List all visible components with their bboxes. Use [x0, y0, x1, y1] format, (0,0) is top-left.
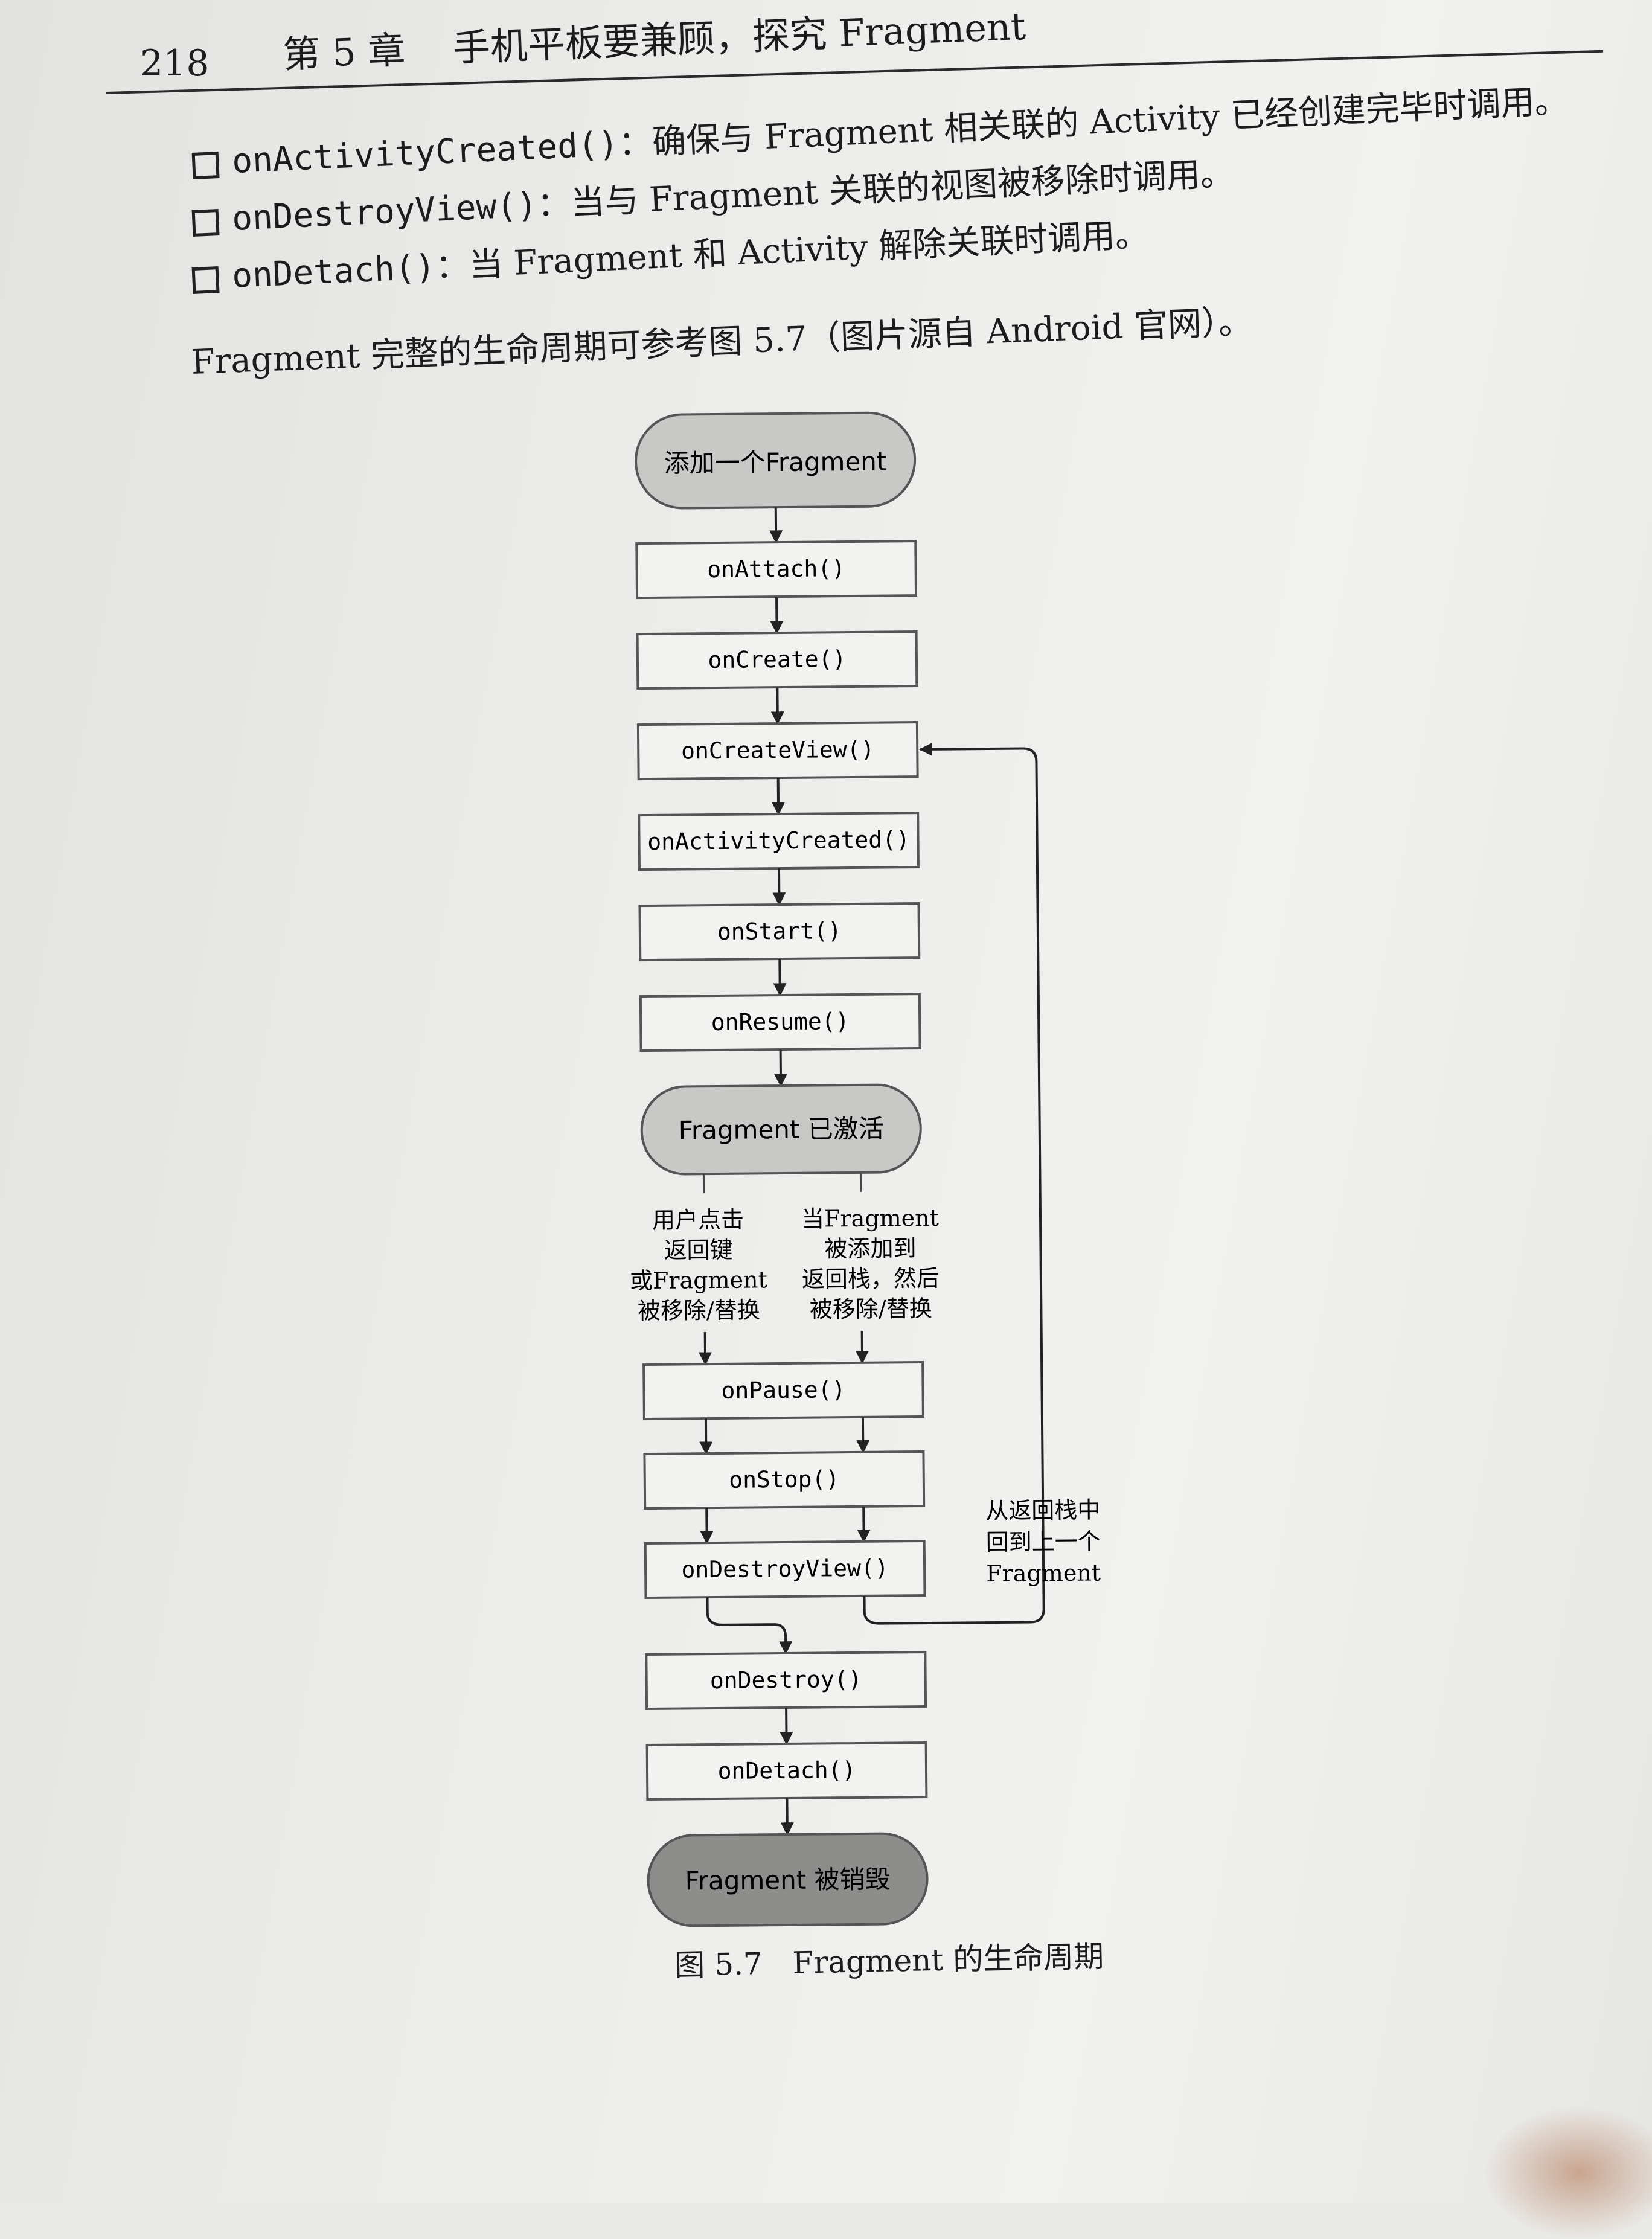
flow-arrow — [779, 868, 780, 905]
svg-text:用户点击: 用户点击 — [652, 1206, 744, 1234]
start-label: 添加一个Fragment — [664, 446, 887, 478]
step-label: onPause() — [721, 1376, 845, 1404]
end-label: Fragment 被销毁 — [685, 1865, 890, 1896]
branch-note-right: 当Fragment 被添加到 返回栈，然后 被移除/替换 — [801, 1205, 940, 1323]
svg-text:被移除/替换: 被移除/替换 — [638, 1296, 760, 1324]
step-label: onResume() — [711, 1008, 850, 1036]
svg-text:被添加到: 被添加到 — [824, 1235, 916, 1262]
svg-text:或Fragment: 或Fragment — [630, 1266, 767, 1294]
flow-arrow — [777, 687, 778, 723]
step-label: onActivityCreated() — [647, 826, 910, 855]
svg-text:从返回栈中: 从返回栈中 — [985, 1496, 1100, 1524]
flow-arrow — [863, 1507, 864, 1542]
branch-note-left: 用户点击 返回键 或Fragment 被移除/替换 — [629, 1206, 767, 1324]
return-note: 从返回栈中 回到上一个 Fragment — [985, 1496, 1101, 1587]
svg-text:被移除/替换: 被移除/替换 — [810, 1295, 932, 1323]
step-label: onDestroyView() — [681, 1555, 889, 1583]
step-label: onStop() — [729, 1465, 839, 1493]
svg-text:Fragment: Fragment — [986, 1559, 1101, 1587]
step-label: onCreate() — [708, 645, 846, 673]
svg-text:回到上一个: 回到上一个 — [986, 1528, 1101, 1555]
active-label: Fragment 已激活 — [679, 1114, 884, 1145]
flow-arrow — [786, 1708, 787, 1744]
flow-arrow — [706, 1508, 707, 1543]
flow-arrow — [707, 1597, 786, 1654]
step-label: onDetach() — [717, 1757, 856, 1784]
svg-text:返回键: 返回键 — [664, 1237, 732, 1264]
svg-text:返回栈，然后: 返回栈，然后 — [802, 1265, 940, 1293]
flow-arrow — [776, 597, 777, 633]
step-label: onStart() — [717, 917, 842, 945]
flow-arrow — [778, 778, 779, 814]
step-label: onAttach() — [707, 555, 845, 583]
step-label: onDestroy() — [710, 1666, 862, 1694]
step-label: onCreateView() — [681, 736, 875, 764]
svg-text:当Fragment: 当Fragment — [801, 1205, 939, 1232]
figure-caption: 图 5.7 Fragment 的生命周期 — [674, 1932, 1104, 1985]
